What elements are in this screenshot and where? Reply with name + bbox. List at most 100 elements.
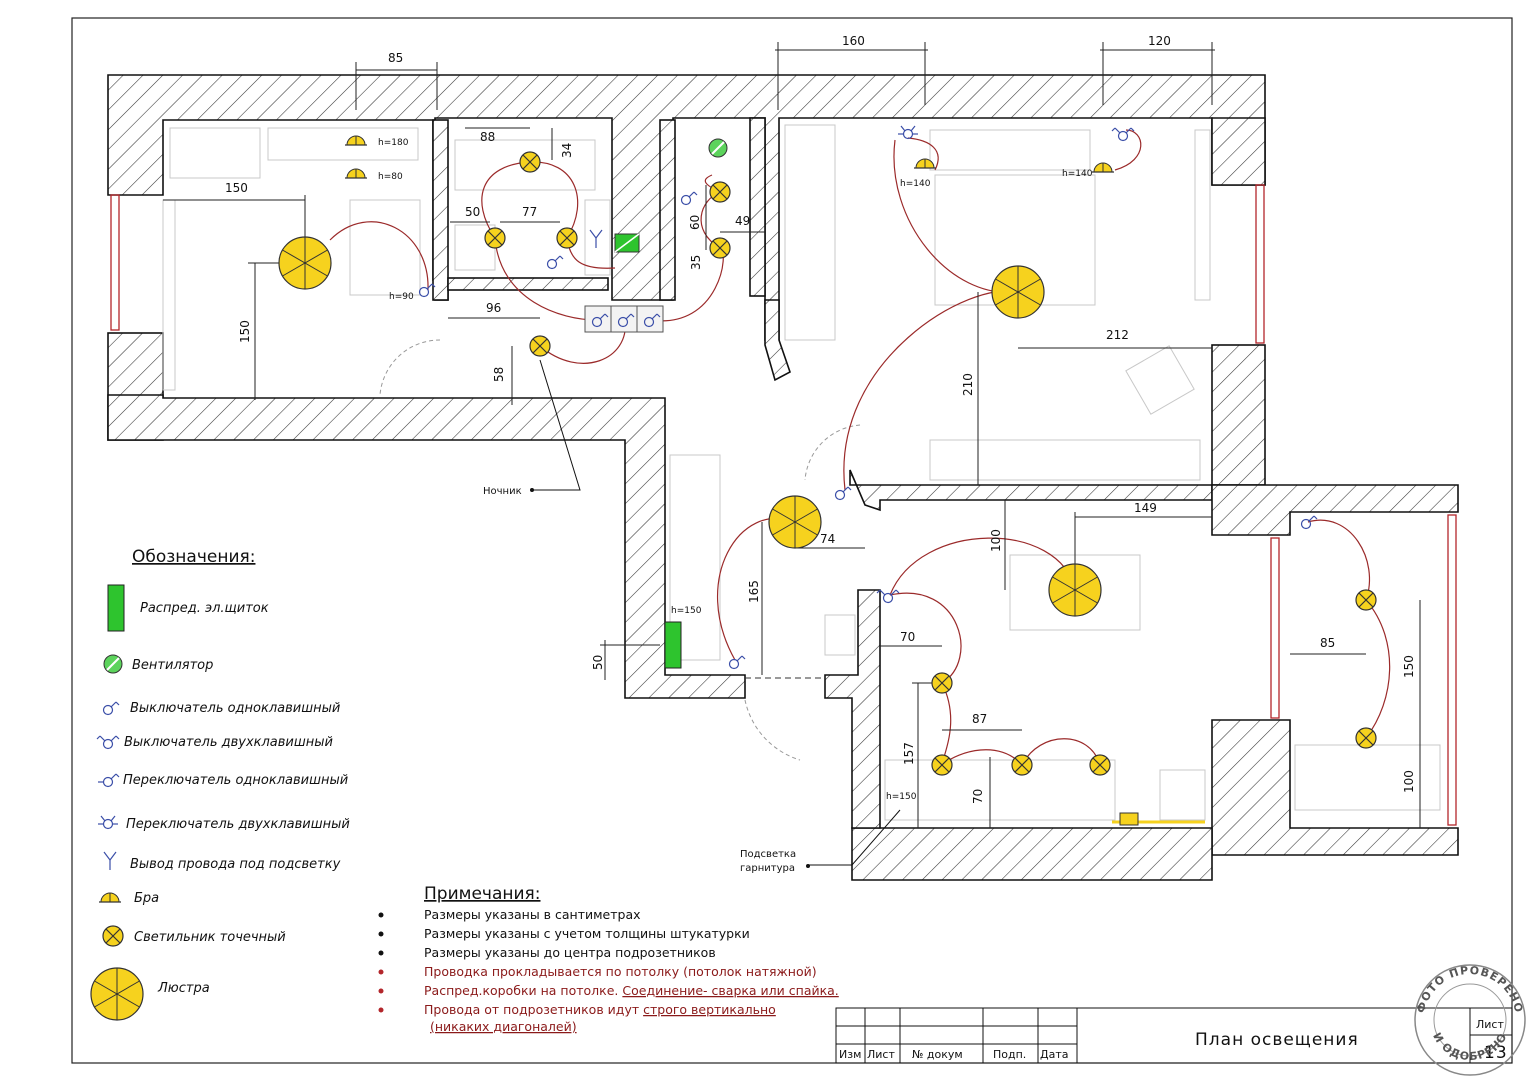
dim-85-b: 85 [1320,636,1335,650]
height-140-a: h=140 [900,179,931,189]
dim-74: 74 [820,532,835,546]
height-180: h=180 [378,138,409,148]
note-6-part-a: Провода от подрозетников идут [424,1002,639,1017]
walls [107,74,1459,881]
wire-outlet-icon [103,851,117,871]
dim-210: 210 [961,373,975,396]
title-header-list: Лист [867,1048,895,1061]
spotlight-icon [484,227,506,249]
sheet-label: Лист [1476,1018,1504,1031]
height-90: h=90 [389,292,414,302]
legend-item-label: Вентилятор [132,658,213,673]
dim-100-b: 100 [1402,770,1416,793]
dim-60: 60 [688,215,702,230]
windows [110,184,1457,826]
dimension-lines [163,42,1421,828]
dim-77: 77 [522,205,537,219]
fixtures [278,125,1377,826]
spotlight-icon [1355,589,1377,611]
note-6-part-b: строго вертикально [643,1002,776,1017]
dim-85-top: 85 [388,51,403,65]
spotlight-icon [1011,754,1033,776]
legend-item-label: Переключатель двухклавишный [126,817,350,832]
legend-item-label: Люстра [157,981,210,996]
notes: Примечания: Размеры указаны в сантиметра… [378,884,839,1034]
dim-70-b: 70 [971,789,985,804]
switch-block [584,305,664,333]
height-150-b: h=150 [886,792,917,802]
dim-120: 120 [1148,34,1171,48]
legend-item-label: Бра [134,891,159,906]
dim-157: 157 [902,742,916,765]
sheet-frame [71,17,1513,1064]
dim-70-a: 70 [900,630,915,644]
spotlight-icon [1355,727,1377,749]
notes-title: Примечания: [424,884,541,904]
kitchen-light-callout-1: Подсветка [740,849,796,860]
spotlight-icon [102,925,124,947]
spotlight-icon [931,754,953,776]
note-line: Проводка прокладывается по потолку (пото… [424,964,817,979]
stamp-text-top: ФОТО ПРОВЕРЕНО [1414,964,1525,1015]
legend-item-label: Светильник точечный [134,930,286,945]
night-light-callout: Ночник [483,486,522,497]
single-switch-icon [102,701,120,716]
fan-icon [103,654,123,674]
spotlight-icon [556,227,578,249]
note-5-part-b: Соединение- сварка или спайка. [622,983,838,998]
double-toggle-icon [897,125,919,140]
dim-165: 165 [747,580,761,603]
dim-50-a: 50 [465,205,480,219]
sheet-number: 13 [1484,1043,1508,1063]
dim-35: 35 [689,255,703,270]
spotlight-icon [519,151,541,173]
dim-149: 149 [1134,501,1157,515]
dimension-labels: 85 160 120 88 34 150 150 50 77 60 49 35 … [225,34,1416,804]
note-line: Распред.коробки на потолке. Соединение- … [424,983,839,998]
legend-item-label: Выключатель двухклавишный [124,735,333,750]
sconce-icon [1091,162,1115,173]
note-line: Размеры указаны в сантиметрах [424,907,641,922]
single-switch-icon [834,486,852,501]
chandelier-icon [768,495,822,549]
legend-item-label: Переключатель одноклавишный [123,773,348,788]
title-header-date: Дата [1040,1048,1068,1061]
chandelier-icon [991,265,1045,319]
dim-150-a: 150 [225,181,248,195]
drawing-title: План освещения [1195,1030,1359,1050]
title-header-izm: Изм [839,1048,861,1061]
fan-icon [708,138,728,158]
chandelier-icon [1048,563,1102,617]
height-140-b: h=140 [1062,169,1093,179]
legend-item-label: Выключатель одноклавишный [130,701,340,716]
title-header-sign: Подп. [993,1048,1026,1061]
double-toggle-icon [97,815,119,830]
dim-160: 160 [842,34,865,48]
note-line: Размеры указаны до центра подрозетников [424,945,716,960]
dim-87: 87 [972,712,987,726]
spotlight-icon [709,181,731,203]
dim-34: 34 [560,143,574,158]
sconce-icon [913,158,937,169]
legend: Обозначения: Распред. эл.щиток Вентилято… [90,547,350,1021]
chandelier-icon [90,967,144,1021]
kitchen-light-strip [1112,812,1205,826]
spotlight-icon [529,335,551,357]
dim-150-c: 150 [1402,655,1416,678]
legend-item-label: Вывод провода под подсветку [130,857,341,872]
height-150-a: h=150 [671,606,702,616]
height-80: h=80 [378,172,403,182]
single-toggle-icon [97,773,120,788]
dim-88: 88 [480,130,495,144]
double-switch-icon [1111,127,1135,142]
callouts: Ночник Подсветка гарнитура [483,359,901,874]
dim-212: 212 [1106,328,1129,342]
note-line: Размеры указаны с учетом толщины штукату… [424,926,750,941]
distribution-panel-icon [664,621,682,669]
title-block-labels: Изм Лист № докум Подп. Дата План освещен… [839,1018,1508,1063]
single-switch-icon [546,255,564,270]
dim-96: 96 [486,301,501,315]
dim-49: 49 [735,214,750,228]
legend-title: Обозначения: [132,547,255,567]
